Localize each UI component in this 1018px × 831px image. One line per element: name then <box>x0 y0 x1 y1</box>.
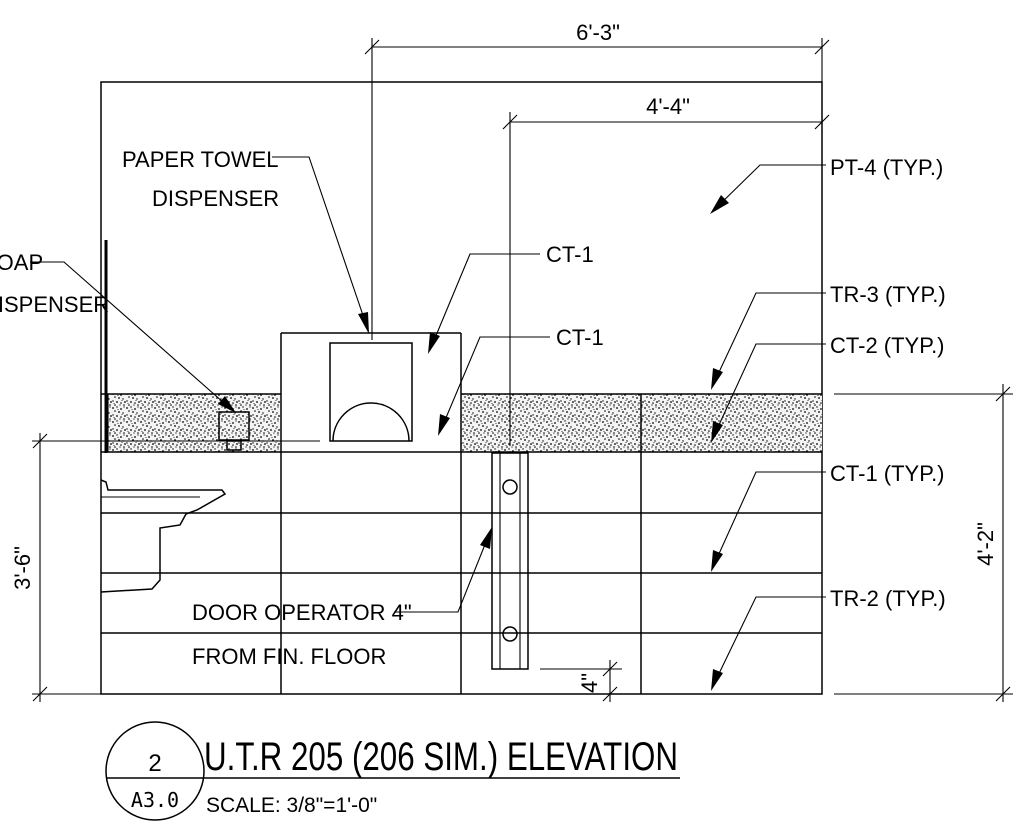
door-operator-button-bottom <box>502 626 518 642</box>
paper-towel-dispenser <box>329 342 413 442</box>
dim-overall-tick-right <box>814 39 830 55</box>
arrow-door-operator <box>480 527 492 549</box>
door-operator-button-top <box>502 479 518 495</box>
speckled-band-left <box>108 394 280 452</box>
arrow-ct1-upper <box>428 332 440 354</box>
dim-band-label: 4'-2" <box>973 522 998 566</box>
dim-partial-tick-left <box>502 114 518 130</box>
dim-partial-tick-right <box>814 114 830 130</box>
drawing-title: U.T.R 205 (206 SIM.) ELEVATION <box>204 735 678 779</box>
label-door-operator-line2: FROM FIN. FLOOR <box>192 644 386 669</box>
leader-ct1-lower <box>439 336 550 433</box>
arrow-tr2 <box>711 669 723 691</box>
dim-overall-tick-left <box>364 39 380 55</box>
dim-overall-label: 6'-3" <box>576 20 620 45</box>
lavatory-profile <box>100 479 227 593</box>
leader-soap <box>30 261 233 411</box>
detail-bubble <box>105 721 205 821</box>
arrow-soap <box>218 396 236 413</box>
label-ct1-lower: CT-1 <box>556 325 604 350</box>
label-paper-towel-line1: PAPER TOWEL <box>122 147 279 172</box>
arrow-ct1-typ <box>711 550 723 572</box>
detail-number: 2 <box>148 750 161 777</box>
leader-tr3 <box>712 292 826 386</box>
leader-tr2 <box>712 596 826 687</box>
soap-dispenser-nozzle <box>226 440 242 451</box>
drawing-scale: SCALE: 3/8"=1'-0" <box>206 794 377 817</box>
paper-towel-dispenser-arc <box>332 402 410 442</box>
label-ct1-typ: CT-1 (TYP.) <box>830 461 945 486</box>
arrow-ct1-lower <box>438 414 450 436</box>
dim-band-tick-top <box>995 386 1011 402</box>
dim-counter-label: 3'-6" <box>10 546 35 590</box>
arrow-tr3 <box>711 368 723 390</box>
leader-pt4 <box>713 164 826 211</box>
arrow-ct2 <box>711 421 723 443</box>
label-pt4: PT-4 (TYP.) <box>830 155 943 180</box>
leader-ct2 <box>712 343 826 439</box>
leader-ct1-typ <box>712 471 826 568</box>
label-door-operator-line1: DOOR OPERATOR 4" <box>192 600 412 625</box>
label-paper-towel-line2: DISPENSER <box>152 186 279 211</box>
label-ct1-upper: CT-1 <box>546 242 594 267</box>
arrow-paper-towel <box>358 312 369 334</box>
label-ct2: CT-2 (TYP.) <box>830 333 945 358</box>
dim-partial-label: 4'-4" <box>646 94 690 119</box>
dim-operator-tick-top <box>602 661 618 677</box>
arrow-pt4 <box>710 195 729 214</box>
label-soap-line2: DISPENSER <box>0 292 109 317</box>
dim-operator-tick-bottom <box>602 686 618 702</box>
label-tr2: TR-2 (TYP.) <box>830 586 946 611</box>
label-tr3: TR-3 (TYP.) <box>830 282 946 307</box>
leader-door-operator <box>394 531 491 613</box>
leader-ct1-upper <box>429 253 540 351</box>
dim-band-tick-bottom <box>995 686 1011 702</box>
door-operator <box>491 452 529 670</box>
dim-operator-label: 4" <box>577 673 602 693</box>
leader-paper-towel <box>272 156 369 331</box>
dim-counter-tick-top <box>32 433 48 449</box>
sheet-number: A3.0 <box>131 788 179 812</box>
